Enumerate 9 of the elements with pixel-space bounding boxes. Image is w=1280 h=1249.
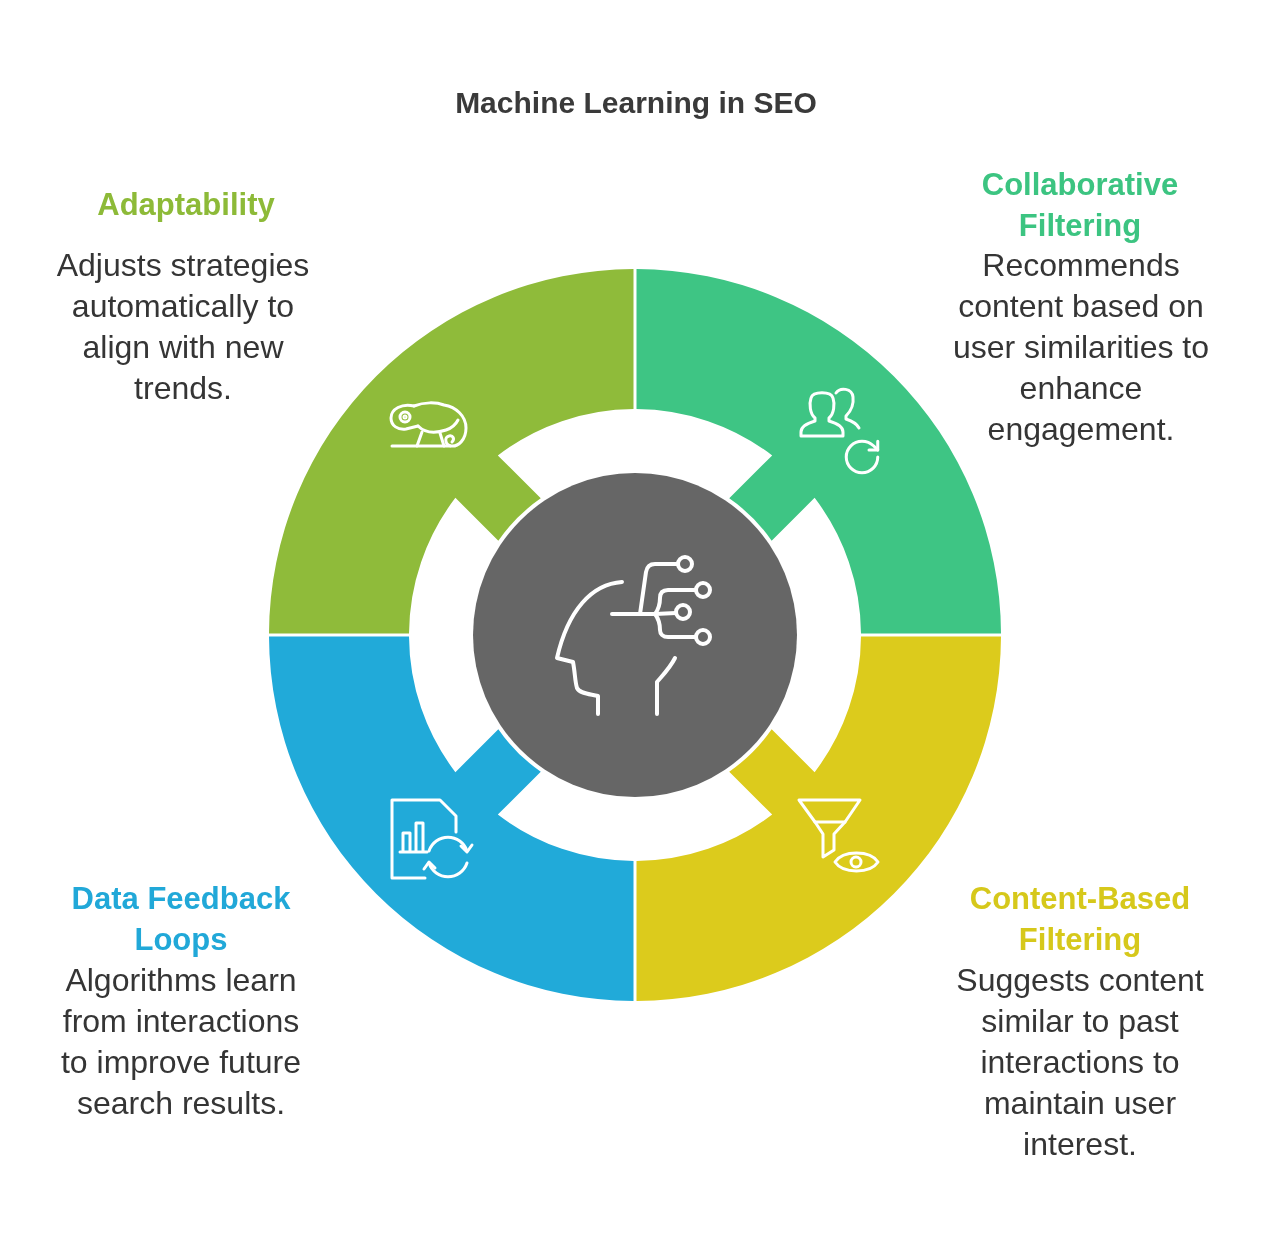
- section-description: Recommends content based on user similarities to enhance engagement.: [951, 246, 1211, 449]
- section-description: Adjusts strategies automatically to align with new trends.: [55, 246, 311, 408]
- section-heading: Adaptability: [97, 186, 275, 224]
- section-heading: Data Feedback Loops: [70, 880, 292, 959]
- section-description: Suggests content similar to past interactions to maintain user interest.: [955, 961, 1205, 1164]
- diagram-title: Machine Learning in SEO: [455, 85, 817, 121]
- section-heading: Content-Based Filtering: [968, 880, 1192, 959]
- section-heading: Collaborative Filtering: [980, 166, 1180, 245]
- section-description: Algorithms learn from interactions to improve future search results.: [59, 961, 303, 1123]
